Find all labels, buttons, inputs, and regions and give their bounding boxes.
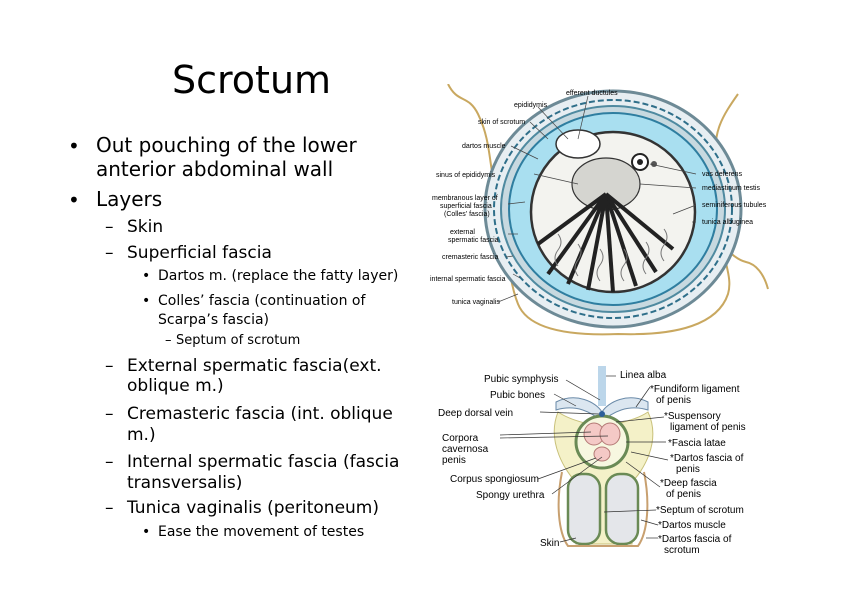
- external-spermatic-layer: [493, 99, 733, 319]
- bullet-marker: •: [68, 134, 80, 158]
- corpus-cavernosum-right: [599, 422, 621, 446]
- label-fascia-latae: *Fascia latae: [668, 438, 726, 449]
- bullet-marker: –: [105, 498, 114, 518]
- leader-lines: [497, 95, 697, 303]
- label-pubic-bones: Pubic bones: [490, 390, 545, 401]
- label-membranous-layer: membranous layer of: [432, 195, 498, 202]
- label-spermatic-fascia: spermatic fascia: [448, 237, 499, 244]
- slide-title: Scrotum: [172, 58, 332, 102]
- scrotal-skin-outline: [557, 471, 649, 547]
- bullet-marker: •: [142, 268, 151, 284]
- bullet-marker: –: [165, 333, 172, 348]
- label-colles-fascia: (Colles' fascia): [444, 211, 490, 218]
- label-dartos-muscle: *Dartos muscle: [658, 520, 726, 531]
- bullet-text: oblique m.): [127, 376, 224, 396]
- scrotal-sac-right: [604, 472, 640, 546]
- bullet-text: Tunica vaginalis (peritoneum): [127, 498, 379, 518]
- label-penis: penis: [442, 455, 466, 466]
- label-sinus-of-epididymis: sinus of epididymis: [436, 172, 496, 179]
- label-dartos-fascia-scrotum-2: scrotum: [664, 545, 700, 556]
- label-seminiferous-tubules: seminiferous tubules: [702, 202, 767, 209]
- bullet-marker: –: [105, 404, 114, 424]
- label-dartos-fascia-penis: *Dartos fascia of: [670, 453, 744, 464]
- label-dartos-fascia-scrotum: *Dartos fascia of: [658, 534, 732, 545]
- label-skin-of-scrotum: skin of scrotum: [478, 119, 525, 126]
- bullet-marker: –: [105, 452, 114, 472]
- label-epididymis: epididymis: [514, 102, 548, 109]
- label-deep-dorsal-vein: Deep dorsal vein: [438, 408, 513, 419]
- label-septum-of-scrotum: *Septum of scrotum: [656, 505, 744, 516]
- label-spongy-urethra: Spongy urethra: [476, 490, 545, 501]
- bullet-text: External spermatic fascia(ext.: [127, 356, 382, 376]
- leader-lines: [499, 375, 669, 543]
- label-vas-deferens: vas deferens: [702, 171, 743, 178]
- epididymis-shape: [555, 129, 601, 159]
- bullet-text: Septum of scrotum: [176, 333, 301, 348]
- label-cavernosa: cavernosa: [442, 444, 489, 455]
- bullet-text: Cremasteric fascia (int. oblique: [127, 404, 393, 424]
- testis-cross-section-figure: efferent ductules epididymis skin of scr…: [430, 84, 769, 336]
- label-superficial-fascia: superficial fascia: [440, 203, 492, 210]
- bullet-text: Colles’ fascia (continuation of: [158, 293, 366, 309]
- label-mediastinum-testis: mediastinum testis: [702, 185, 760, 192]
- label-linea-alba: Linea alba: [620, 370, 667, 381]
- label-pubic-symphysis: Pubic symphysis: [484, 374, 558, 385]
- label-efferent-ductules: efferent ductules: [566, 90, 618, 97]
- label-corpus-spongiosum: Corpus spongiosum: [450, 474, 539, 485]
- label-dartos-muscle: dartos muscle: [462, 143, 506, 150]
- label-fundiform-ligament: *Fundiform ligament: [650, 384, 740, 395]
- label-dartos-fascia-penis-2: penis: [676, 464, 700, 475]
- bullet-marker: •: [68, 188, 80, 212]
- bullet-text: Scarpa’s fascia): [158, 312, 270, 328]
- penis-cross-section-figure: Pubic symphysis Pubic bones Deep dorsal …: [438, 366, 746, 556]
- label-deep-fascia: *Deep fascia: [660, 478, 717, 489]
- label-suspensory: *Suspensory: [664, 411, 721, 422]
- bullet-text: Dartos m. (replace the fatty layer): [158, 268, 399, 284]
- bullet-text: Superficial fascia: [127, 243, 272, 263]
- label-deep-fascia-of-penis: of penis: [666, 489, 701, 500]
- septa: [536, 192, 675, 293]
- label-corpora: Corpora: [442, 433, 479, 444]
- vas-lumen: [637, 159, 643, 165]
- bullet-text: anterior abdominal wall: [96, 157, 334, 181]
- label-internal-spermatic-fascia: internal spermatic fascia: [430, 276, 506, 283]
- label-cremasteric-fascia: cremasteric fascia: [442, 254, 499, 261]
- vessel: [651, 161, 657, 167]
- pubic-bones-shape: [555, 397, 649, 423]
- corpus-spongiosum-shape: [593, 446, 611, 462]
- label-tunica-albuginea: tunica albuginea: [702, 219, 753, 226]
- bullet-marker: –: [105, 217, 114, 237]
- scrotal-sac-left: [566, 472, 602, 546]
- bullet-marker: –: [105, 243, 114, 263]
- bullet-text: Layers: [96, 187, 163, 211]
- label-suspensory-ligament: ligament of penis: [670, 422, 746, 433]
- bullet-marker: –: [105, 356, 114, 376]
- label-fundiform-of-penis: of penis: [656, 395, 691, 406]
- bullet-marker: •: [142, 293, 151, 309]
- deep-dorsal-vein-shape: [599, 411, 605, 417]
- bullet-text: Skin: [127, 217, 164, 237]
- label-skin: Skin: [540, 538, 559, 549]
- bullet-marker: •: [142, 524, 151, 540]
- seminiferous-tubules: [554, 228, 668, 282]
- label-tunica-vaginalis: tunica vaginalis: [452, 299, 500, 306]
- bullet-text: Out pouching of the lower: [96, 133, 357, 157]
- bullet-text: Ease the movement of testes: [158, 524, 365, 540]
- bullet-text: m.): [127, 425, 156, 445]
- linea-alba-shape: [598, 366, 606, 406]
- label-external: external: [450, 229, 475, 236]
- bullet-text: Internal spermatic fascia (fascia: [127, 452, 400, 472]
- bullet-text: transversalis): [127, 473, 243, 493]
